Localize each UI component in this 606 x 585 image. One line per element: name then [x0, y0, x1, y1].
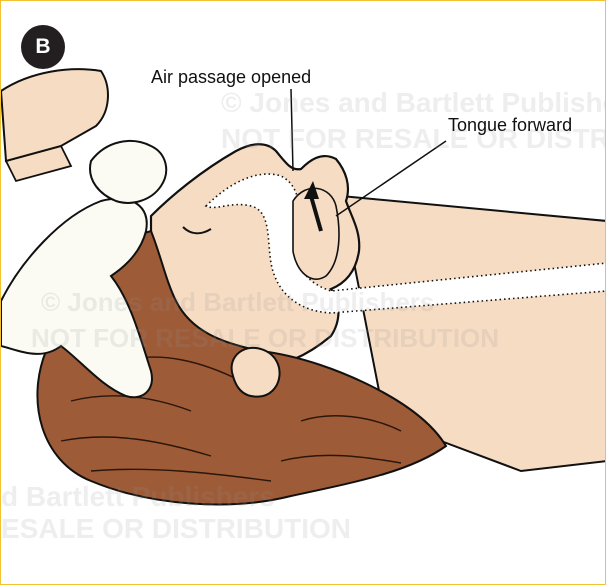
air-passage-label: Air passage opened [151, 67, 311, 88]
tongue [293, 188, 339, 279]
tongue-forward-label: Tongue forward [448, 115, 572, 136]
upper-arm [1, 69, 108, 161]
chin-glove-fingers [90, 141, 166, 203]
air-passage-leader [291, 89, 293, 171]
panel-badge: B [21, 25, 65, 69]
ear [232, 348, 280, 397]
